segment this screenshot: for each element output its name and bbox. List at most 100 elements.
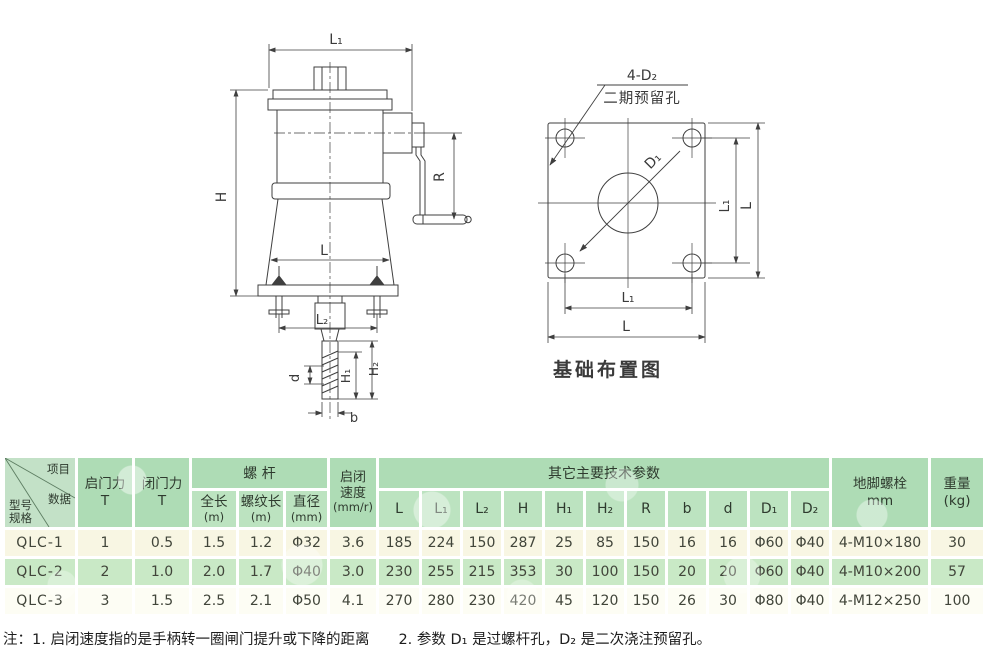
- dim-label-H1: H₁: [338, 369, 353, 383]
- cell-L2: 230: [463, 588, 502, 614]
- cell-thread-length: 1.7: [239, 559, 283, 585]
- cell-thread-length: 1.2: [239, 530, 283, 556]
- cell-close-force: 1.5: [135, 588, 189, 614]
- cell-D2: Φ40: [791, 588, 830, 614]
- col-header-L2: L₂: [463, 491, 502, 527]
- cell-H: 287: [504, 530, 543, 556]
- cell-close-force: 0.5: [135, 530, 189, 556]
- col-header-R: R: [627, 491, 666, 527]
- foundation-layout-drawing: D₁ 4-D₂ 二期预留孔 L₁ L L₁ L 基础布置图: [538, 68, 765, 381]
- cell-speed: 3.0: [330, 559, 377, 585]
- crank-handle: [412, 214, 468, 225]
- cell-diameter: Φ32: [286, 530, 328, 556]
- cell-L: 230: [379, 559, 420, 585]
- cell-d: 20: [709, 559, 748, 585]
- dim-label-b: b: [350, 411, 358, 426]
- col-group-screw: 螺 杆: [192, 458, 328, 488]
- cell-open-force: 3: [78, 588, 132, 614]
- cell-anchor-bolt: 4-M10×180: [832, 530, 929, 556]
- cell-L1: 255: [422, 559, 461, 585]
- cell-D1: Φ80: [750, 588, 789, 614]
- screw-thread-length-label: 螺纹长: [240, 493, 282, 510]
- cell-anchor-bolt: 4-M12×250: [832, 588, 929, 614]
- cell-total-length: 2.5: [192, 588, 236, 614]
- cell-b: 26: [668, 588, 707, 614]
- col-header-D1: D₁: [750, 491, 789, 527]
- anchor-bolt-label: 地脚螺栓: [853, 475, 908, 492]
- cell-thread-length: 2.1: [239, 588, 283, 614]
- corner-label-item: 项目: [47, 462, 70, 476]
- corner-label-data: 数据: [48, 492, 71, 506]
- dim-label-L: L: [320, 243, 328, 259]
- cell-weight: 100: [931, 588, 984, 614]
- cell-H1: 45: [545, 588, 584, 614]
- table-row-qlc-1: QLC-1 1 0.5 1.5 1.2 Φ32 3.6 185 224 150 …: [5, 530, 984, 556]
- dim-label-L1-right: L₁: [717, 200, 733, 213]
- close-force-unit: T: [157, 492, 167, 509]
- cell-speed: 3.6: [330, 530, 377, 556]
- cell-H2: 85: [586, 530, 625, 556]
- cell-L2: 150: [463, 530, 502, 556]
- cell-diameter: Φ40: [286, 559, 328, 585]
- base-plate: [257, 284, 399, 297]
- cell-open-force: 1: [78, 530, 132, 556]
- open-force-unit: T: [100, 492, 110, 509]
- screw-total-length-unit: (m): [203, 509, 225, 524]
- weight-label: 重量: [943, 475, 971, 492]
- cell-D1: Φ60: [750, 559, 789, 585]
- col-header-screw-total-length: 全长 (m): [192, 491, 236, 527]
- table-row-qlc-2: QLC-2 2 1.0 2.0 1.7 Φ40 3.0 230 255 215 …: [5, 559, 984, 585]
- col-header-anchor-bolt: 地脚螺栓 mm: [832, 458, 929, 527]
- weight-unit: (kg): [943, 492, 971, 509]
- screw-rod: [321, 340, 339, 400]
- cell-weight: 57: [931, 559, 984, 585]
- col-header-D2: D₂: [791, 491, 830, 527]
- corner-header-cell: 项目 数据 型号规格: [5, 458, 75, 527]
- cell-diameter: Φ50: [286, 588, 328, 614]
- col-header-H: H: [504, 491, 543, 527]
- col-header-screw-diameter: 直径 (mm): [286, 491, 328, 527]
- cell-H2: 100: [586, 559, 625, 585]
- cell-anchor-bolt: 4-M10×200: [832, 559, 929, 585]
- speed-unit: (mm/r): [333, 500, 373, 515]
- cell-H1: 25: [545, 530, 584, 556]
- cell-close-force: 1.0: [135, 559, 189, 585]
- screw-diameter-unit: (mm): [290, 509, 323, 524]
- screw-diameter-label: 直径: [293, 493, 320, 510]
- col-header-open-force: 启门力 T: [78, 458, 132, 527]
- cell-model: QLC-1: [5, 530, 75, 556]
- cell-D1: Φ60: [750, 530, 789, 556]
- cell-d: 30: [709, 588, 748, 614]
- cell-H: 353: [504, 559, 543, 585]
- cell-H2: 120: [586, 588, 625, 614]
- cell-H: 420: [504, 588, 543, 614]
- cell-b: 16: [668, 530, 707, 556]
- dim-label-L1-bottom: L₁: [622, 290, 635, 306]
- screw-thread-length-unit: (m): [250, 509, 272, 524]
- col-header-b: b: [668, 491, 707, 527]
- close-force-label: 闭门力: [141, 475, 183, 492]
- cell-D2: Φ40: [791, 559, 830, 585]
- bolt-holes-label: 4-D₂: [627, 68, 657, 84]
- speed-label: 启闭速度: [340, 470, 367, 501]
- cell-model: QLC-2: [5, 559, 75, 585]
- bolt-holes-note: 二期预留孔: [603, 90, 681, 107]
- cell-total-length: 2.0: [192, 559, 236, 585]
- col-header-H1: H₁: [545, 491, 584, 527]
- cell-D2: Φ40: [791, 530, 830, 556]
- col-header-L: L: [379, 491, 420, 527]
- corner-diagonal-lines: [5, 458, 75, 527]
- open-force-label: 启门力: [84, 475, 126, 492]
- dim-label-H: H: [214, 192, 230, 203]
- col-header-screw-thread-length: 螺纹长 (m): [239, 491, 283, 527]
- cell-L2: 215: [463, 559, 502, 585]
- cell-L1: 224: [422, 530, 461, 556]
- cell-total-length: 1.5: [192, 530, 236, 556]
- footnote: 注：1. 启闭速度指的是手柄转一圈闸门提升或下降的距离 2. 参数 D₁ 是过螺…: [3, 632, 712, 648]
- dim-label-L-bottom: L: [622, 319, 630, 335]
- dim-label-H2: H₂: [366, 362, 381, 376]
- cell-speed: 4.1: [330, 588, 377, 614]
- table-row-qlc-3: QLC-3 3 1.5 2.5 2.1 Φ50 4.1 270 280 230 …: [5, 588, 984, 614]
- cell-model: QLC-3: [5, 588, 75, 614]
